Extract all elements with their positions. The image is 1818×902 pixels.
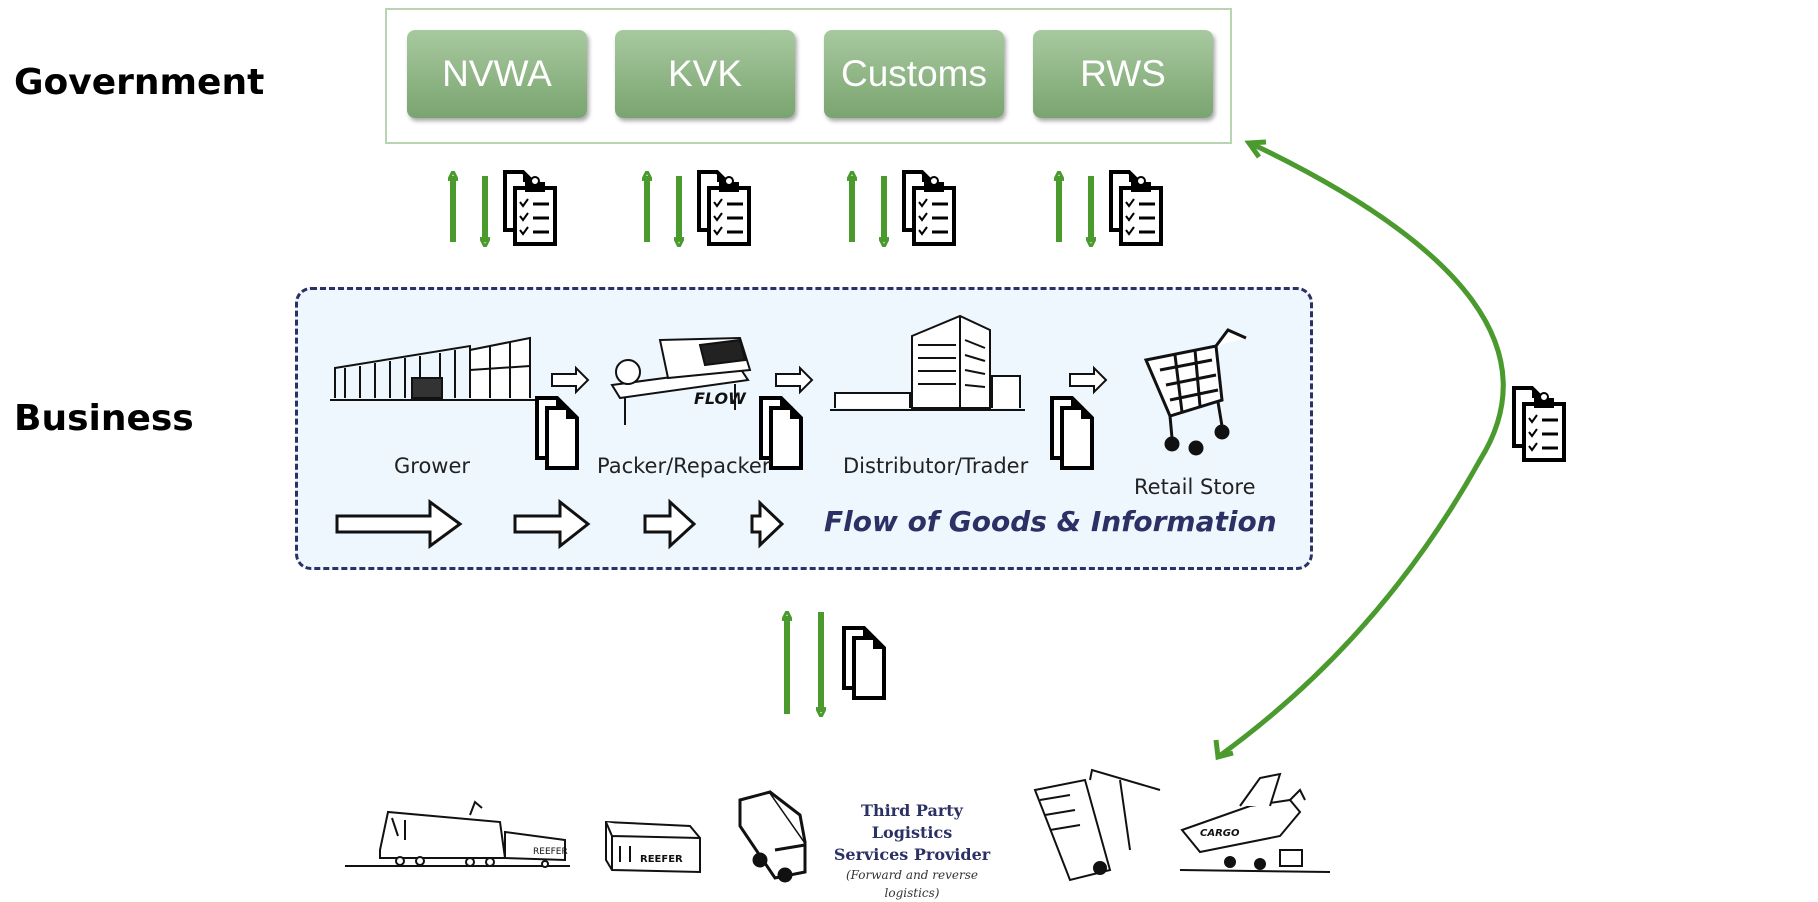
- exchange-arrows-kvk: [647, 176, 679, 242]
- checklist-document-icon: [1109, 170, 1163, 246]
- logistics-line-1: Third Party Logistics: [861, 801, 963, 842]
- stage-label-grower: Grower: [394, 454, 471, 478]
- checklist-document-icon: [902, 170, 956, 246]
- government-group: [385, 8, 1232, 144]
- cargo-airplane-icon: CARGO: [1179, 772, 1331, 873]
- checklist-document-icon: [503, 170, 557, 246]
- agency-rws: RWS: [1033, 30, 1213, 118]
- business-chain-box: [295, 287, 1313, 570]
- cargo-ship-icon: [1033, 768, 1161, 882]
- exchange-arrows-nvwa: [453, 176, 485, 242]
- checklist-document-icon: [1512, 386, 1566, 462]
- business-row-label: Business: [14, 398, 194, 439]
- logistics-provider-label: Third Party Logistics Services Provider …: [820, 800, 1004, 902]
- agency-customs: Customs: [824, 30, 1004, 118]
- document-icon: [842, 626, 886, 700]
- train-icon: REEFER: [345, 800, 570, 868]
- logistics-line-2: Services Provider: [833, 845, 991, 864]
- stage-label-distributor: Distributor/Trader: [843, 454, 1029, 478]
- agency-nvwa: NVWA: [407, 30, 587, 118]
- exchange-arrows-customs: [852, 176, 884, 242]
- reefer-container-icon: REEFER: [605, 820, 701, 874]
- stage-label-packer: Packer/Repacker: [597, 454, 771, 478]
- stage-label-retail: Retail Store: [1134, 475, 1256, 499]
- flow-label: Flow of Goods & Information: [824, 505, 1277, 538]
- svg-text:REEFER: REEFER: [640, 854, 683, 865]
- logistics-line-3: (Forward and reverse logistics): [845, 868, 979, 900]
- exchange-arrows-rws: [1059, 176, 1091, 242]
- checklist-document-icon: [697, 170, 751, 246]
- truck-icon: [738, 790, 807, 883]
- svg-text:CARGO: CARGO: [1200, 828, 1240, 839]
- svg-text:REEFER: REEFER: [533, 847, 568, 857]
- agency-kvk: KVK: [615, 30, 795, 118]
- government-row-label: Government: [14, 62, 265, 103]
